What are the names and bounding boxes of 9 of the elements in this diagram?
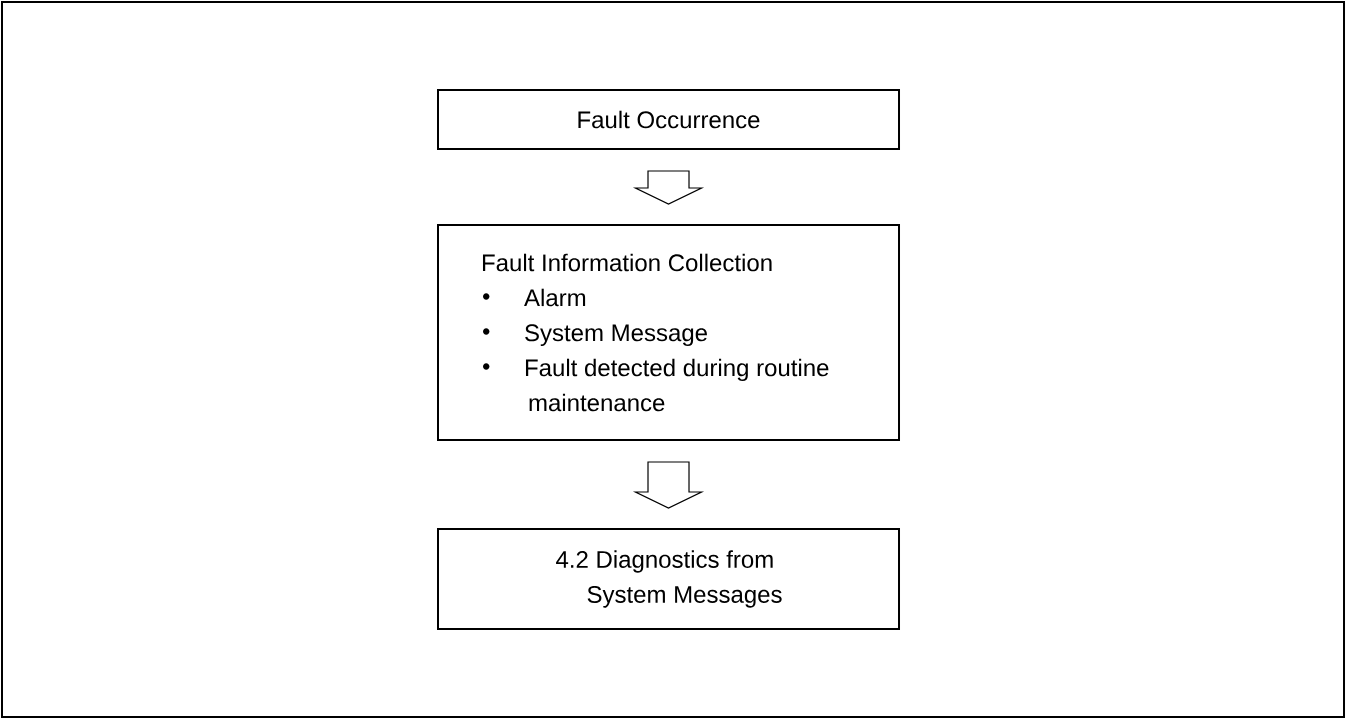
block-arrow	[632, 170, 705, 205]
process-box	[437, 224, 900, 441]
heading-text: Fault Information Collection	[483, 253, 772, 272]
block-arrow	[632, 461, 705, 509]
list-item: System Message	[525, 324, 707, 347]
process-box: Fault Occurrence	[437, 89, 900, 150]
process-box: 4.2 Diagnostics from System Messages	[437, 528, 900, 630]
list-item: Alarm	[524, 288, 586, 307]
list-item: Fault detected during routine maintenance	[526, 358, 829, 412]
